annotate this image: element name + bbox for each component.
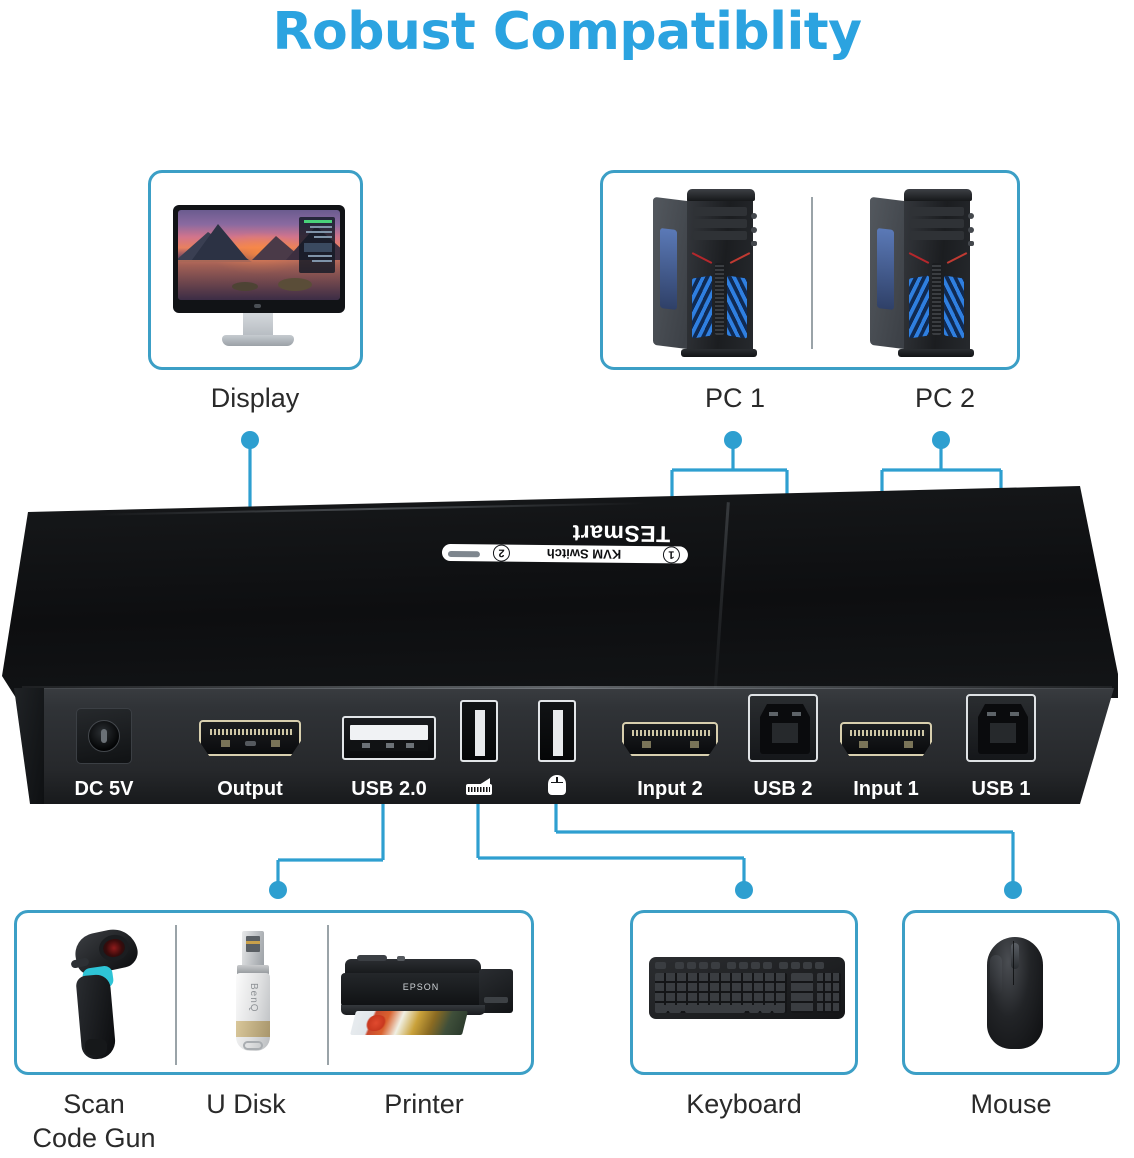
printer-caption: Printer bbox=[384, 1089, 464, 1119]
port-label-output: Output bbox=[217, 778, 283, 800]
port-label-input2: Input 2 bbox=[637, 778, 703, 800]
kvm-top-shell bbox=[2, 486, 1118, 698]
pc-tower-box bbox=[600, 170, 1020, 370]
usb-flash-drive-icon: BenQ bbox=[229, 931, 277, 1059]
port-label-dc5v: DC 5V bbox=[74, 778, 134, 800]
pc1-caption: PC 1 bbox=[704, 383, 766, 413]
desktop-monitor-icon bbox=[151, 173, 360, 367]
device-brand-text: TESmart bbox=[571, 520, 671, 548]
barcode-scanner-icon bbox=[59, 924, 147, 1061]
mouse-caption: Mouse bbox=[970, 1089, 1052, 1119]
port-label-input1: Input 1 bbox=[853, 778, 919, 800]
printer-icon: EPSON bbox=[339, 955, 519, 1039]
keyboard-box bbox=[630, 910, 858, 1075]
u-disk-caption: U Disk bbox=[206, 1089, 286, 1119]
display-caption: Display bbox=[210, 383, 300, 413]
port-keyboard-usb[interactable] bbox=[460, 700, 498, 762]
device-top-label: KVM Switch 1 2 TESmart bbox=[398, 520, 689, 577]
kvm-left-end bbox=[14, 688, 44, 804]
peripherals-divider-1 bbox=[175, 925, 177, 1065]
pc-tower-icon bbox=[868, 187, 988, 357]
port-label-usb2: USB 2 bbox=[753, 778, 813, 800]
keyboard-caption: Keyboard bbox=[686, 1089, 802, 1119]
display-box bbox=[148, 170, 363, 370]
pc-tower-icon bbox=[651, 187, 771, 357]
kvm-switch-device: KVM Switch 1 2 TESmart bbox=[0, 486, 1134, 816]
keyboard-icon bbox=[466, 778, 492, 795]
device-button-1[interactable]: 1 bbox=[662, 546, 681, 564]
mouse-box bbox=[902, 910, 1120, 1075]
mouse-device-icon bbox=[983, 937, 1047, 1049]
port-label-usb1: USB 1 bbox=[971, 778, 1031, 800]
port-output-hdmi[interactable] bbox=[199, 720, 301, 756]
mouse-icon bbox=[548, 775, 566, 795]
pc2-caption: PC 2 bbox=[914, 383, 976, 413]
port-usb-1-typeb[interactable] bbox=[966, 694, 1036, 762]
port-dc5v[interactable] bbox=[76, 708, 132, 764]
port-label-usb20: USB 2.0 bbox=[351, 778, 427, 800]
device-model-text: KVM Switch bbox=[546, 546, 622, 562]
keyboard-device-icon bbox=[649, 957, 845, 1023]
page-title: Robust Compatiblity bbox=[272, 2, 862, 62]
pc-box-divider bbox=[811, 197, 813, 349]
device-button-2[interactable]: 2 bbox=[492, 544, 511, 562]
printer-brand-text: EPSON bbox=[402, 982, 440, 992]
port-input-1-hdmi[interactable] bbox=[840, 722, 932, 756]
peripherals-divider-2 bbox=[327, 925, 329, 1065]
port-usb-2-0[interactable] bbox=[342, 716, 436, 760]
kvm-panel-highlight bbox=[22, 686, 1112, 689]
port-usb-2-typeb[interactable] bbox=[748, 694, 818, 762]
scan-code-gun-caption: Scan Code Gun bbox=[32, 1089, 156, 1153]
usb-peripherals-box: BenQ EPSON bbox=[14, 910, 534, 1075]
port-input-2-hdmi[interactable] bbox=[622, 722, 718, 756]
port-mouse-usb[interactable] bbox=[538, 700, 576, 762]
